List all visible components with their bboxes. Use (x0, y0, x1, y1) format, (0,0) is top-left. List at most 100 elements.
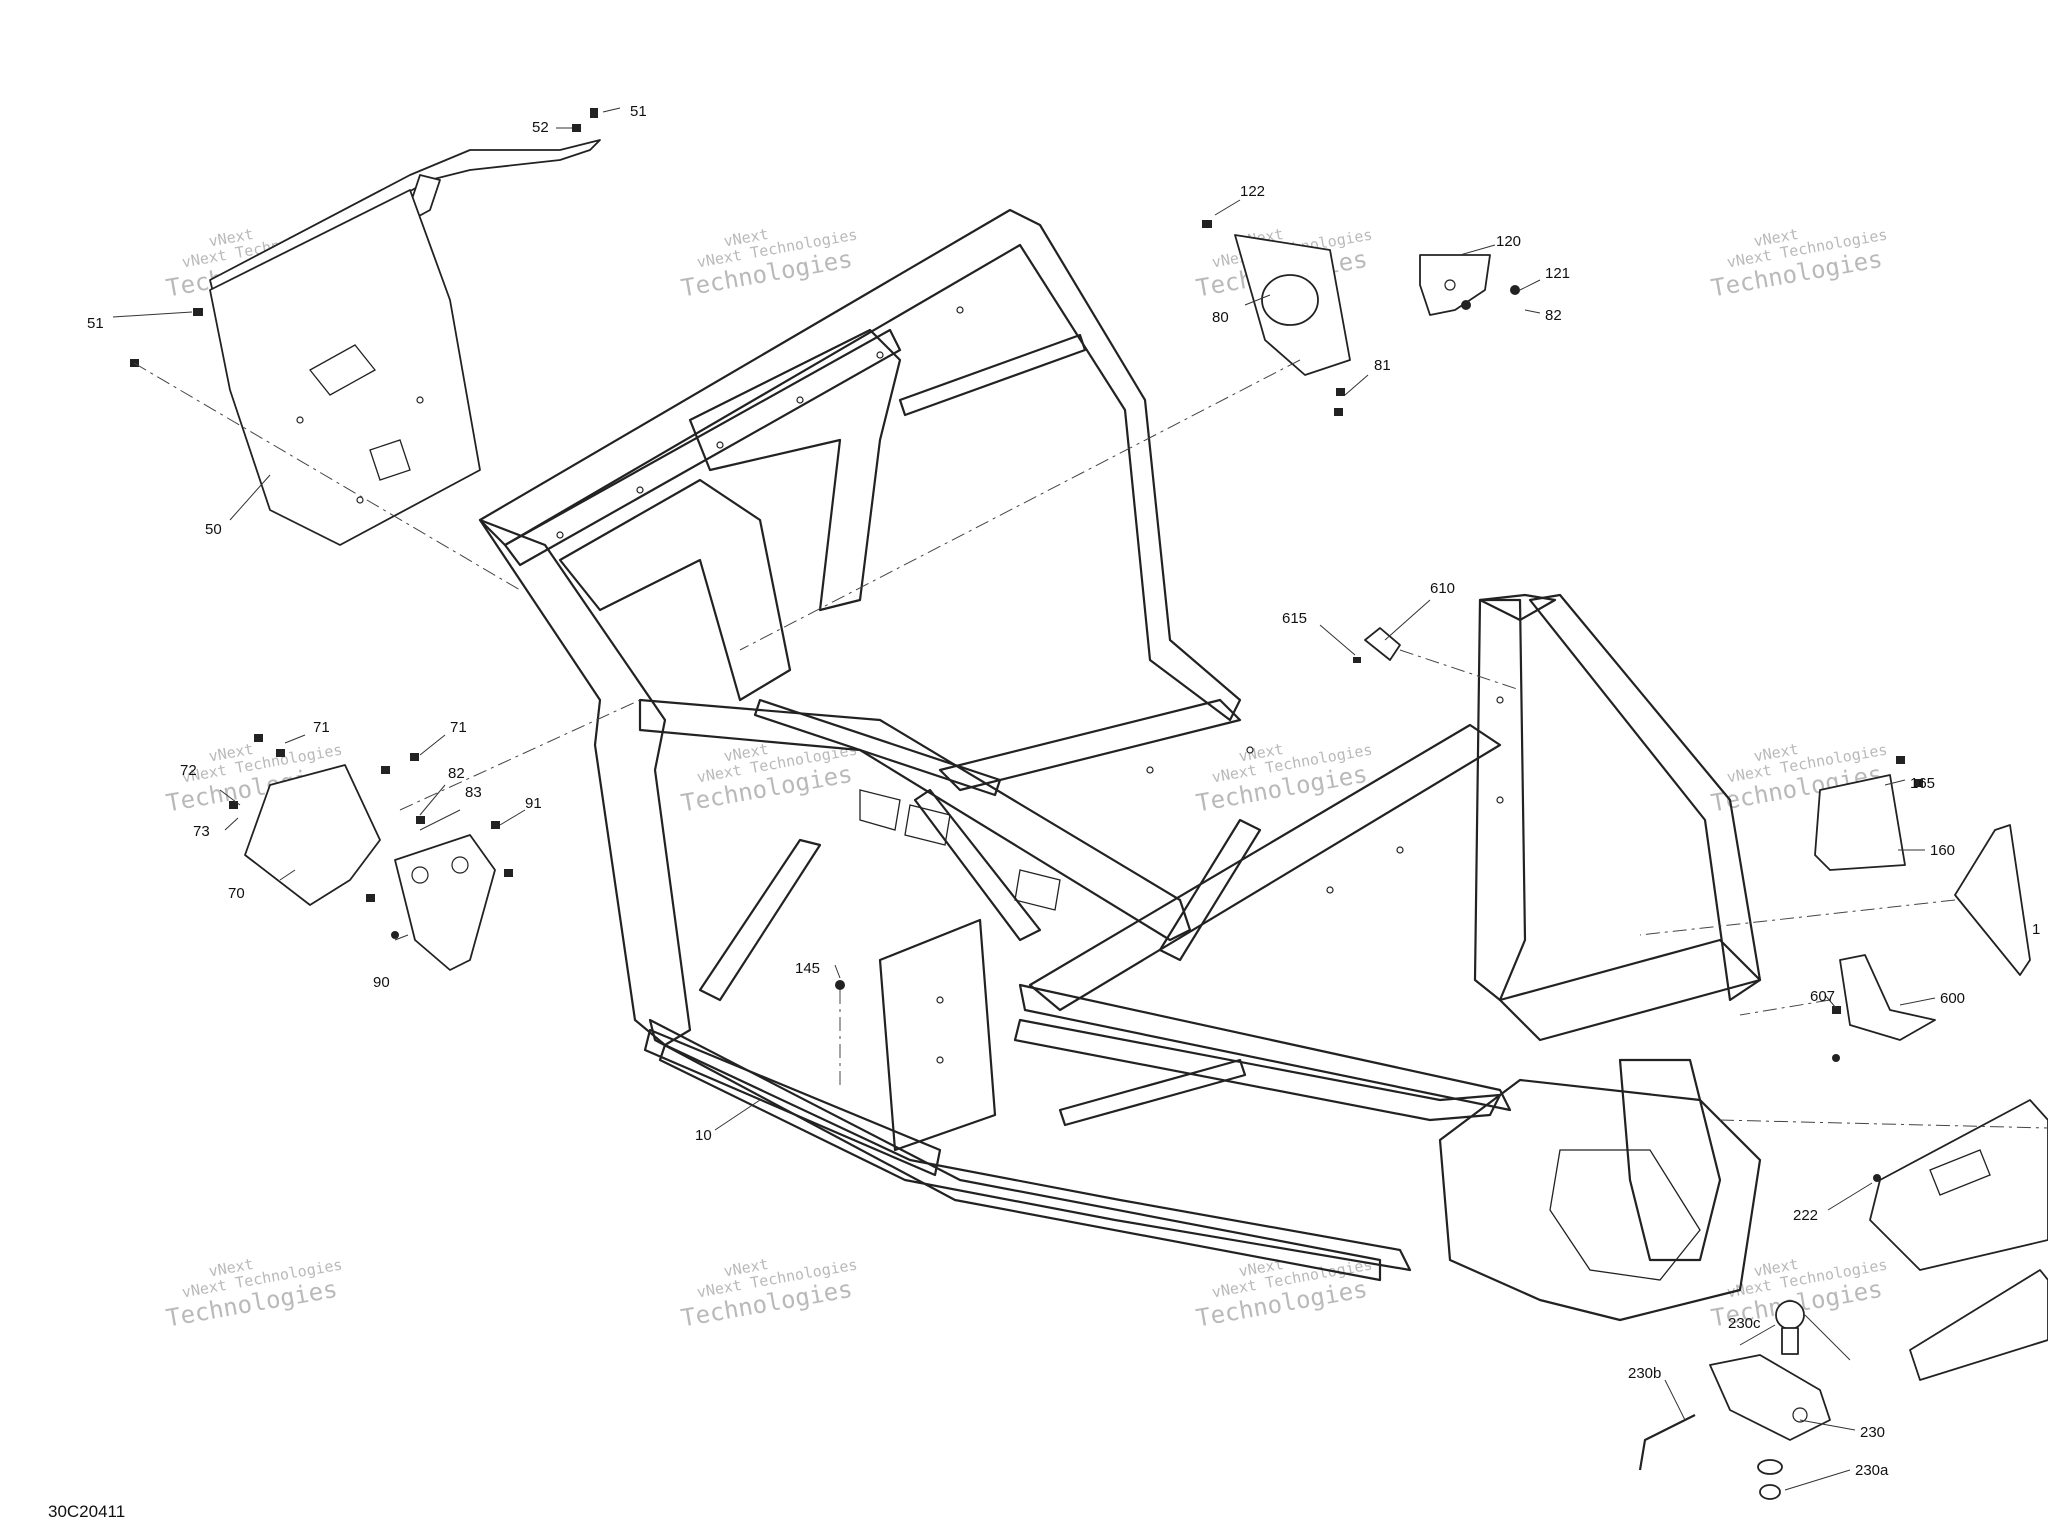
hole (1792, 1407, 1808, 1423)
bolt-icon (1353, 657, 1361, 663)
panel-160 (1814, 774, 1906, 871)
hitch-pin (1638, 1414, 1696, 1471)
callout-121: 121 (1545, 265, 1570, 282)
callout-230c: 230c (1728, 1315, 1761, 1332)
bolt-icon (1336, 388, 1345, 396)
bolt-icon (1202, 220, 1212, 228)
dash-support-right (688, 328, 902, 612)
nut-icon (391, 931, 399, 939)
hole (716, 441, 724, 449)
hole (936, 996, 944, 1004)
nut-icon (590, 108, 598, 118)
watermark: vNext vNext Technologies Technologies (1709, 225, 1889, 303)
bracket-600-assembly (1739, 954, 1936, 1062)
floor-right-rail (938, 698, 1242, 792)
callout-73: 73 (193, 823, 210, 840)
mid-cross-beam-lower (1013, 1018, 1502, 1122)
callout-51: 51 (87, 315, 104, 332)
callout-610: 610 (1430, 580, 1455, 597)
bolt-icon (366, 894, 375, 902)
hole (936, 1056, 944, 1064)
floor-left-rail (658, 1043, 1412, 1272)
hitch-assembly (1638, 1300, 1831, 1500)
leader-dash (1399, 649, 1521, 691)
callout-52: 52 (532, 119, 549, 136)
nut-icon (1873, 1174, 1881, 1182)
rear-guard (1909, 1269, 2048, 1381)
rear-top-rail (1478, 593, 1557, 622)
hole (411, 866, 429, 884)
front-panel-left (878, 918, 997, 1152)
panel-1 (1954, 824, 2031, 976)
leader-dash (1639, 899, 1956, 936)
nut-icon (835, 980, 845, 990)
callout-222: 222 (1793, 1207, 1818, 1224)
hitch-receiver (1709, 1354, 1831, 1441)
bolt-icon (1334, 408, 1343, 416)
callout-145: 145 (795, 960, 820, 977)
nut-icon (1510, 285, 1520, 295)
floor-crossmember-2 (913, 788, 1042, 942)
bolt-icon (1896, 756, 1905, 764)
leader-lines (112, 107, 1936, 1491)
leader-dash (1719, 1119, 2048, 1129)
front-bumper-tube (209, 139, 601, 301)
bolt-icon (504, 869, 513, 877)
callout-615: 615 (1282, 610, 1307, 627)
callout-1: 1 (2032, 921, 2040, 938)
frame-holes (556, 306, 1504, 1064)
callout-230: 230 (1860, 1424, 1885, 1441)
diag-tube-a (753, 698, 1002, 797)
callout-83: 83 (465, 784, 482, 801)
leader-dash (133, 362, 521, 591)
skid-plate-window (309, 344, 376, 396)
callout-607: 607 (1810, 988, 1835, 1005)
hole (956, 306, 964, 314)
rear-cross-lower (1498, 938, 1762, 1042)
hitch-ball (1775, 1300, 1805, 1330)
callout-71: 71 (313, 719, 330, 736)
leader-dash (739, 359, 1301, 651)
rear-diagonal-beam (1018, 983, 1512, 1112)
rear-plate-assembly (1719, 1099, 2048, 1381)
hole (1496, 796, 1504, 804)
callout-90: 90 (373, 974, 390, 991)
bolt-icon (491, 821, 500, 829)
mid-cross-beam (1028, 723, 1502, 1012)
bolt-icon (254, 734, 263, 742)
callout-80: 80 (1212, 309, 1229, 326)
hole (356, 496, 364, 504)
bracket-80-bore (1261, 274, 1319, 326)
callout-160: 160 (1930, 842, 1955, 859)
upper-bracket-assembly (739, 220, 1520, 651)
bolt-icon (276, 749, 285, 757)
plate-70 (244, 764, 381, 906)
bolt-icon (572, 124, 581, 132)
front-left-post (478, 518, 692, 1047)
bracket-610 (1364, 627, 1401, 661)
hitch-nut (1759, 1484, 1781, 1500)
callout-230a: 230a (1855, 1462, 1889, 1479)
rear-plate-window (1929, 1149, 1991, 1196)
main-frame (478, 208, 1762, 1322)
front-bumper-assembly (130, 108, 601, 591)
front-skid-plate (209, 189, 481, 546)
callout-labels: 52 51 51 50 122 120 121 82 80 81 610 615… (87, 103, 2040, 1479)
watermark: vNext vNext Technologies Technologies (679, 1255, 859, 1333)
bracket-90 (394, 834, 496, 971)
hole (451, 856, 469, 874)
floor-front-cross (648, 1018, 1382, 1282)
rear-subframe-detail (1549, 1149, 1701, 1281)
nut-icon (1461, 300, 1471, 310)
watermark: vNext vNext Technologies Technologies (1194, 740, 1374, 818)
callout-71: 71 (450, 719, 467, 736)
hole (1444, 279, 1456, 291)
callout-165: 165 (1910, 775, 1935, 792)
watermark: vNext vNext Technologies Technologies (679, 225, 859, 303)
callout-10: 10 (695, 1127, 712, 1144)
callout-122: 122 (1240, 183, 1265, 200)
bracket-610-assembly (1353, 627, 1521, 691)
hole (1146, 766, 1154, 774)
callout-81: 81 (1374, 357, 1391, 374)
callout-50: 50 (205, 521, 222, 538)
